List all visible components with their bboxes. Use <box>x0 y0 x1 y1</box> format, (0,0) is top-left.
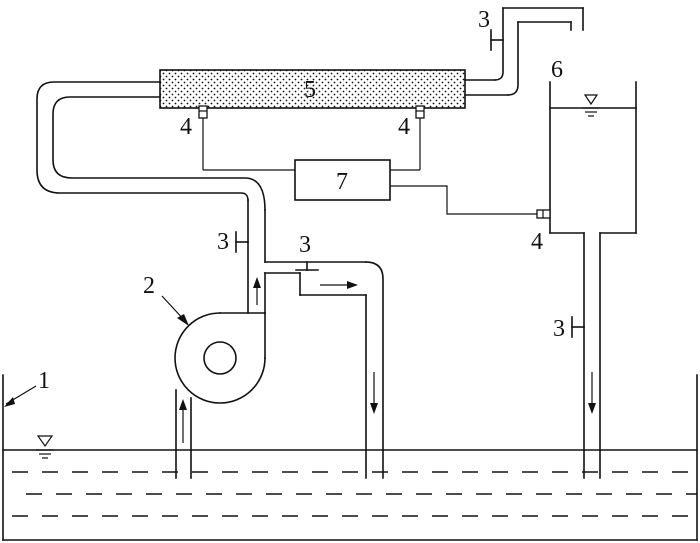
label-sensor-tank: 4 <box>531 229 543 255</box>
valve-left-riser <box>235 231 249 253</box>
heated-tube <box>159 69 466 109</box>
sensor-right <box>390 105 425 171</box>
sensor-tank <box>536 209 551 219</box>
label-heated-tube: 5 <box>304 77 316 103</box>
controller-to-tank-sensor-wire <box>390 185 537 215</box>
label-valve-top: 3 <box>478 7 490 33</box>
controller-box <box>294 159 391 201</box>
valve-top <box>490 29 504 51</box>
sensor-left <box>198 105 295 171</box>
pump-riser-pipe <box>247 199 266 314</box>
reservoir-water-level-symbol <box>36 435 54 459</box>
suction-pipe <box>175 389 192 479</box>
arrow-down-bypass <box>370 372 378 414</box>
label-pump: 2 <box>143 273 155 299</box>
reservoir-water-dashes <box>12 471 697 517</box>
label-1-leader <box>4 385 37 407</box>
label-valve-right-drain: 3 <box>553 316 565 342</box>
arrow-down-drain <box>588 372 596 414</box>
label-sensor-right: 4 <box>398 114 410 140</box>
label-controller: 7 <box>336 169 348 195</box>
label-2-leader <box>161 295 189 326</box>
valve-bypass <box>295 261 319 271</box>
supply-loop-pipe <box>36 81 266 211</box>
reservoir <box>2 374 698 541</box>
label-valve-bypass: 3 <box>299 232 311 258</box>
bypass-pipe <box>264 261 384 479</box>
pump <box>174 312 266 404</box>
valve-right-drain <box>571 316 585 338</box>
arrow-right-bypass <box>320 281 358 289</box>
label-vessel: 1 <box>38 368 50 394</box>
upper-tank <box>549 81 637 234</box>
tank-water-level-symbol <box>582 94 600 117</box>
label-tank: 6 <box>551 57 563 83</box>
arrow-up-riser <box>253 277 261 305</box>
drain-pipe <box>583 232 601 479</box>
outlet-pipe <box>464 7 584 96</box>
arrow-up-suction <box>179 399 187 443</box>
label-sensor-left: 4 <box>180 114 192 140</box>
label-valve-left-riser: 3 <box>217 229 229 255</box>
